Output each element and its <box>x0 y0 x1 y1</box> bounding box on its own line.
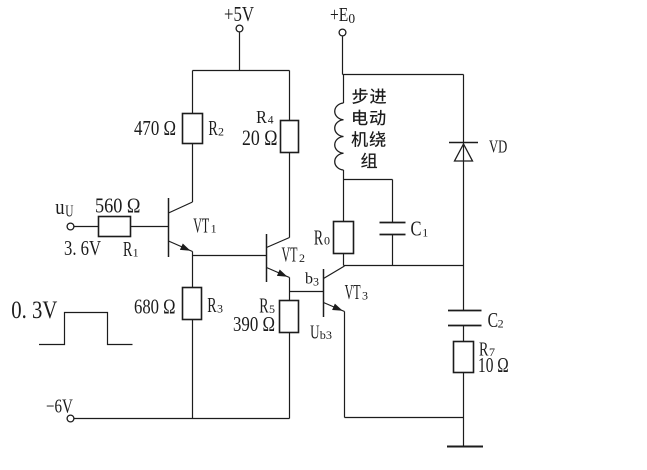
svg-text:680 Ω: 680 Ω <box>134 295 176 319</box>
svg-text:b: b <box>305 270 313 287</box>
svg-text:VT: VT <box>193 213 209 237</box>
svg-text:0: 0 <box>324 234 330 248</box>
svg-text:3: 3 <box>217 302 223 316</box>
svg-text:3. 6V: 3. 6V <box>64 236 101 260</box>
svg-text:b3: b3 <box>320 330 333 342</box>
svg-text:10 Ω: 10 Ω <box>478 353 509 377</box>
svg-text:C: C <box>488 308 499 332</box>
svg-text:3: 3 <box>313 275 319 289</box>
svg-text:3: 3 <box>362 288 368 302</box>
svg-text:1: 1 <box>133 245 139 259</box>
svg-text:2: 2 <box>218 125 224 139</box>
svg-text:R: R <box>207 293 216 317</box>
svg-text:R: R <box>479 340 488 361</box>
svg-text:4: 4 <box>268 115 274 127</box>
svg-text:R: R <box>259 294 268 318</box>
svg-text:VT: VT <box>282 243 298 267</box>
svg-text:1: 1 <box>211 222 217 236</box>
svg-text:2: 2 <box>498 316 504 330</box>
svg-text:R: R <box>314 225 323 249</box>
svg-text:1: 1 <box>422 226 428 240</box>
svg-text:7: 7 <box>489 345 495 359</box>
svg-text:VD: VD <box>489 136 507 156</box>
svg-text:0: 0 <box>348 11 355 26</box>
svg-text:u: u <box>55 194 64 219</box>
svg-text:U: U <box>310 322 320 344</box>
svg-text:20 Ω: 20 Ω <box>242 125 278 150</box>
svg-text:R: R <box>123 237 132 261</box>
svg-text:+E: +E <box>330 4 348 26</box>
svg-text:560 Ω: 560 Ω <box>95 194 141 218</box>
svg-text:390 Ω: 390 Ω <box>233 312 275 336</box>
svg-text:C: C <box>411 217 422 241</box>
svg-text:0. 3V: 0. 3V <box>11 297 57 324</box>
svg-text:−6V: −6V <box>46 396 73 417</box>
svg-text:R: R <box>208 116 217 140</box>
svg-text:2: 2 <box>299 251 305 265</box>
svg-text:VT: VT <box>345 280 361 304</box>
svg-text:U: U <box>65 201 73 220</box>
svg-text:5: 5 <box>269 302 275 316</box>
svg-text:R: R <box>256 107 267 127</box>
svg-text:+5V: +5V <box>224 2 254 26</box>
svg-text:470 Ω: 470 Ω <box>134 116 176 140</box>
